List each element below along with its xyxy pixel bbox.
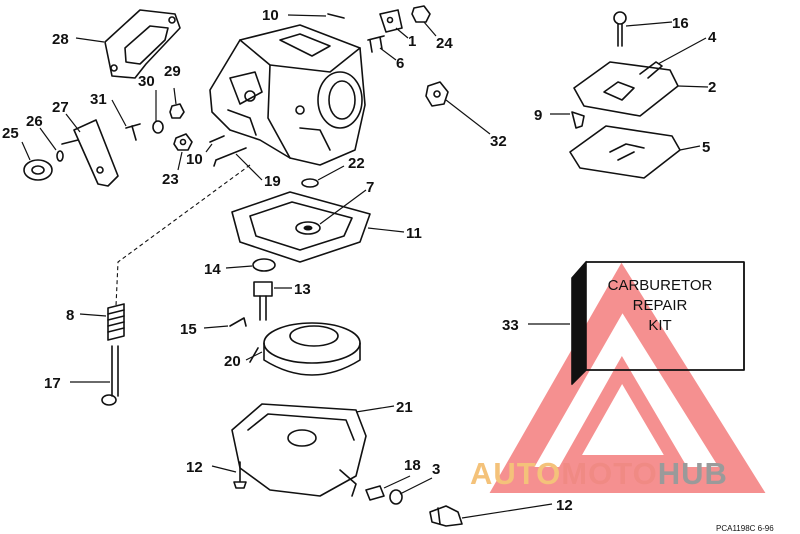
part-27-washer (56, 150, 64, 162)
callout-18: 17 (44, 375, 61, 392)
part-23-plug (301, 178, 319, 188)
callout-23: 22 (348, 155, 365, 172)
callout-24: 23 (162, 171, 179, 188)
callout-6: 6 (396, 55, 404, 72)
part-9-screw (571, 111, 585, 129)
kit-label-line-2: REPAIR (633, 297, 688, 314)
part-24-nut (173, 133, 193, 151)
part-14-valve (253, 281, 273, 321)
callout-8: 8 (66, 307, 74, 324)
part-carburetor-body (209, 24, 366, 166)
part-21-float (249, 322, 361, 376)
callout-10-lower: 10 (186, 151, 203, 168)
assembly-dashed-line (115, 164, 251, 307)
part-15-ring (252, 258, 276, 272)
part-10-pin-upper (327, 13, 345, 19)
part-30-nut (169, 103, 185, 119)
part-7-disc (295, 221, 321, 235)
leader-lines (21, 14, 709, 519)
part-29-gasket (104, 9, 181, 79)
callout-4: 3 (432, 461, 440, 478)
part-10-pin-lower (209, 135, 225, 143)
part-3-fitting (639, 61, 663, 79)
callout-25: 24 (436, 35, 453, 52)
watermark-word-auto: AUTO (470, 456, 561, 491)
part-20-screw (213, 147, 247, 167)
callout-7: 7 (366, 179, 374, 196)
part-25-nut (411, 5, 431, 23)
part-11-gasket (231, 191, 371, 263)
part-5-diaphragm (569, 125, 681, 179)
callout-21: 20 (224, 353, 241, 370)
part-1-bracket (379, 9, 403, 33)
part-33-nut (425, 81, 449, 107)
part-31-washer (152, 120, 164, 134)
callout-27: 26 (26, 113, 43, 130)
figure-code: PCA1198C 6-96 (716, 524, 774, 533)
callout-14: 13 (294, 281, 311, 298)
watermark-word-hub: HUB (658, 456, 728, 491)
callout-labels: 28 10 1 6 24 16 4 2 9 5 32 30 29 31 27 2… (2, 7, 717, 514)
part-28-lever (61, 119, 119, 187)
part-26-bushing (23, 159, 53, 181)
callout-22: 21 (396, 399, 413, 416)
callout-5: 5 (702, 139, 710, 156)
callout-29: 28 (52, 31, 69, 48)
kit-label-line-3: KIT (648, 317, 671, 334)
part-4-washer (389, 489, 403, 505)
part-34-repair-kit-box: CARBURETOR REPAIR KIT (571, 260, 745, 386)
part-8-spring (107, 303, 125, 341)
part-12-fitting (429, 505, 463, 527)
callout-9: 9 (534, 107, 542, 124)
watermark-triangle-outer (489, 262, 766, 493)
callout-34: 33 (502, 317, 519, 334)
watermark-wordmark: AUTOMOTOHUB (470, 456, 728, 491)
callout-30: 29 (164, 63, 181, 80)
callout-26: 25 (2, 125, 19, 142)
callout-12: 12 (556, 497, 573, 514)
part-13-screw (233, 461, 247, 489)
watermark-logo (489, 262, 766, 493)
watermark-word-moto: MOTO (561, 456, 657, 491)
part-19-fitting (365, 485, 385, 501)
callout-16: 15 (180, 321, 197, 338)
callout-10-upper: 10 (262, 7, 279, 24)
callout-20: 19 (264, 173, 281, 190)
callout-2: 2 (708, 79, 716, 96)
callout-1: 1 (408, 33, 416, 50)
callout-13: 12 (186, 459, 203, 476)
callout-19: 18 (404, 457, 421, 474)
callout-3: 4 (708, 29, 717, 46)
callout-11: 11 (406, 225, 422, 242)
callout-31: 30 (138, 73, 155, 90)
part-32-screw (125, 123, 141, 141)
figure-code-id: PCA1198C (716, 524, 756, 533)
kit-label-line-1: CARBURETOR (608, 277, 713, 294)
part-16-clip (229, 317, 247, 327)
part-17-screw (613, 11, 627, 47)
callout-28: 27 (52, 99, 69, 116)
callout-17: 16 (672, 15, 689, 32)
part-22-float-bowl (231, 403, 367, 497)
callout-15: 14 (204, 261, 221, 278)
callout-33: 32 (490, 133, 507, 150)
part-18-needle (101, 345, 119, 406)
watermark-triangle-inner (558, 355, 689, 469)
part-6-screw (367, 35, 385, 53)
figure-code-date: 6-96 (758, 524, 775, 533)
callout-32: 31 (90, 91, 107, 108)
part-2-cover (573, 61, 679, 117)
